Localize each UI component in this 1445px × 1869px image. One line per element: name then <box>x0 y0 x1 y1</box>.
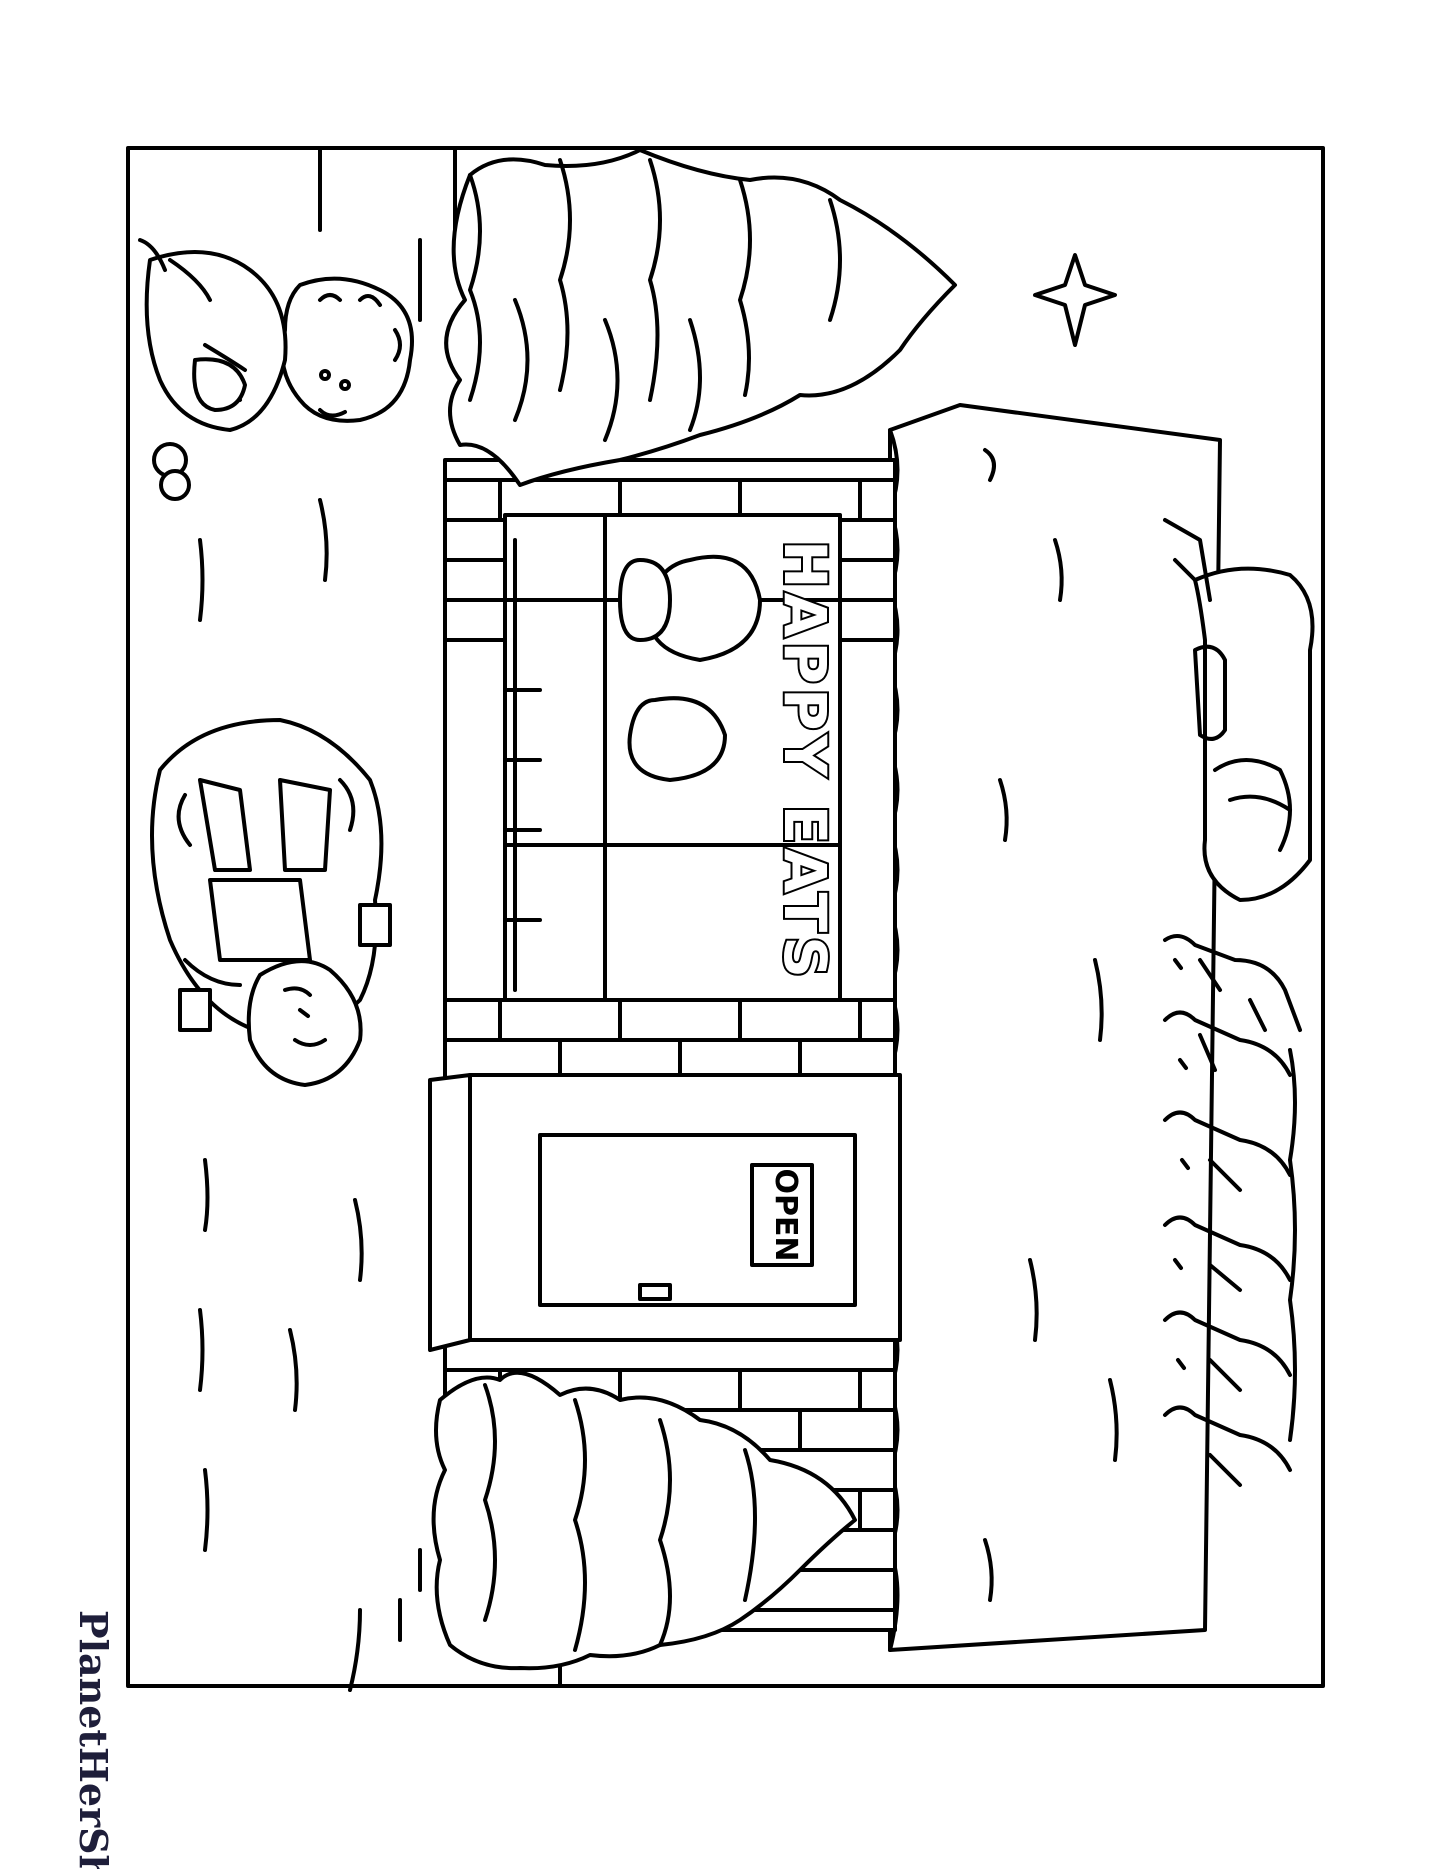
star-icon <box>1035 255 1115 345</box>
page-frame <box>128 148 1323 1686</box>
christmas-tree-top <box>446 150 955 485</box>
open-sign-box <box>752 1165 812 1265</box>
sleigh-with-reindeer <box>1165 520 1313 1485</box>
open-sign-text: OPEN <box>768 1168 803 1261</box>
door-handle[interactable] <box>640 1285 670 1299</box>
watermark-text: PlanetHerShop <box>71 1610 116 1869</box>
shop-sign-text: HAPPY EATS <box>771 540 839 982</box>
child-snow-angel <box>152 720 390 1085</box>
child-with-snowballs <box>140 240 412 499</box>
christmas-tree-bottom <box>434 1373 855 1669</box>
